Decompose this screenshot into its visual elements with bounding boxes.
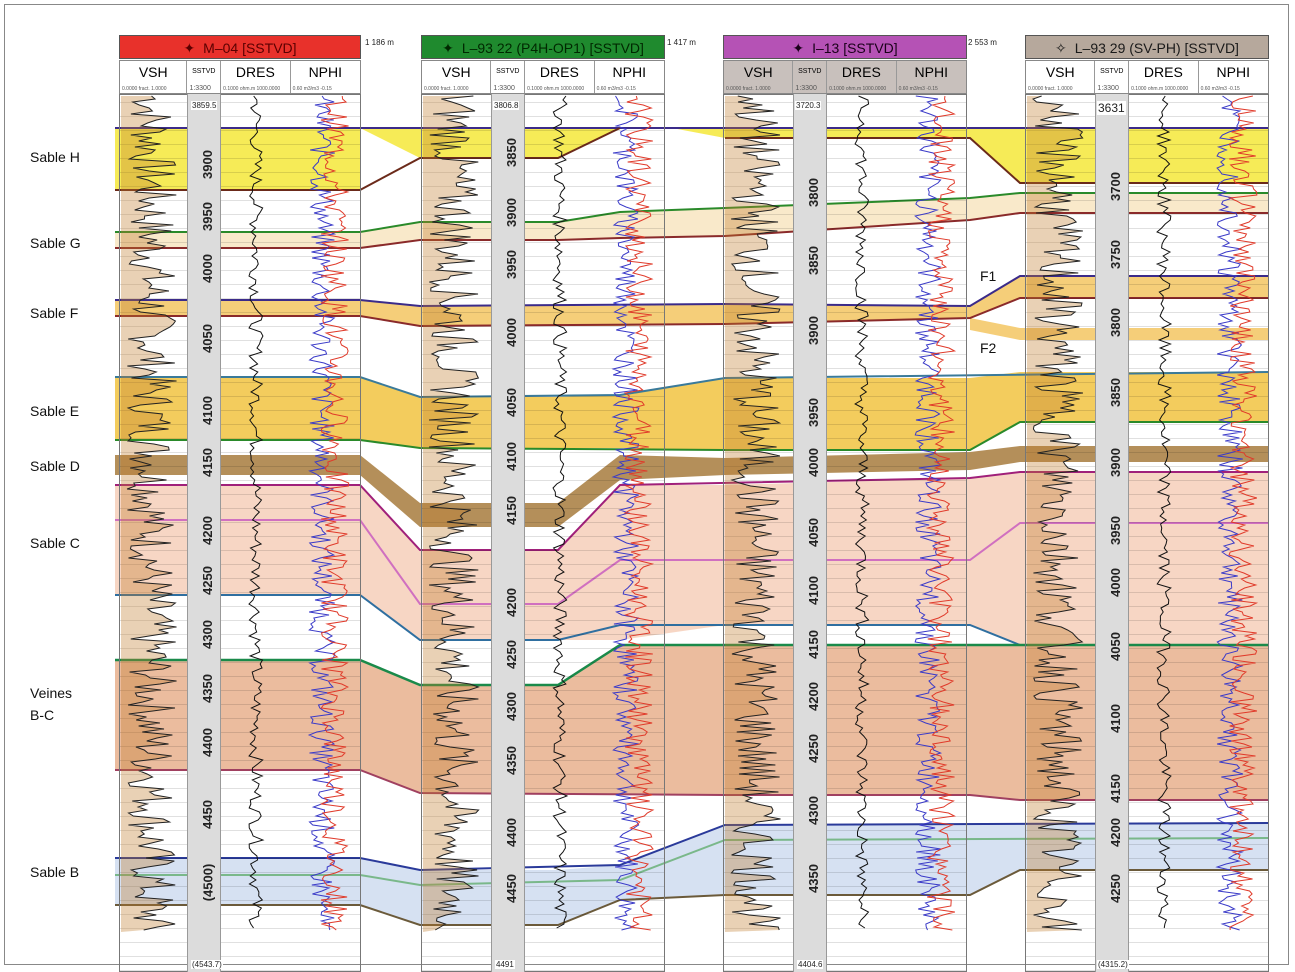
band-sable-c [115, 472, 1268, 645]
depth-track [187, 94, 221, 972]
dres-curve [1155, 95, 1173, 929]
band-sable-h [115, 128, 1268, 190]
well-title: M–04 [SSTVD] [203, 40, 297, 56]
vsh-curve [730, 95, 782, 931]
bottom-depth: (4315.2) [1097, 960, 1129, 969]
log-panel [1025, 94, 1269, 972]
line-c-lower [115, 519, 1268, 605]
line-550 [115, 471, 1268, 551]
vsh-curve [428, 95, 480, 931]
zone-label-sable-h: Sable H [30, 149, 80, 165]
depth-track [1095, 94, 1129, 972]
top-depth: 3859.5 [191, 101, 218, 110]
fault-f2: F2 [980, 340, 997, 356]
well-header: ✧ L–93 29 (SV-PH) [SSTVD] [1025, 35, 1269, 59]
zone-label-b-c: B-C [30, 707, 55, 723]
well-header: ✦ L–93 22 (P4H-OP1) [SSTVD] [421, 35, 665, 59]
zone-label-sable-c: Sable C [30, 535, 80, 551]
fault-f1: F1 [980, 268, 997, 284]
density-curve [623, 95, 655, 931]
distance-3: 2 553 m [968, 38, 997, 47]
well-header: ✦ M–04 [SSTVD] [119, 35, 361, 59]
well-symbol-icon: ✦ [442, 40, 454, 56]
nphi-curve [1215, 95, 1245, 931]
vsh-curve [1032, 95, 1084, 931]
zone-label-sable-e: Sable E [30, 403, 80, 419]
density-curve [1227, 95, 1259, 931]
dres-curve [854, 95, 871, 929]
top-depth: 3806.8 [493, 101, 520, 110]
line-520 [115, 127, 621, 191]
well-title: I–13 [SSTVD] [812, 40, 898, 56]
dres-curve [551, 95, 569, 929]
vsh-fill [1027, 96, 1083, 932]
zone-label-veines: Veines [30, 685, 73, 701]
nphi-curve [914, 95, 943, 931]
bottom-depth: 4491 [495, 960, 515, 969]
well-symbol-icon: ✦ [792, 40, 805, 56]
density-curve [319, 95, 350, 931]
top-depth: 3631 [1097, 101, 1126, 115]
zone-label-sable-f: Sable F [30, 305, 79, 321]
distance-2: 1 417 m [667, 38, 696, 47]
line-520b [725, 137, 1268, 184]
depth-track [793, 94, 827, 972]
distance-1: 1 186 m [365, 38, 394, 47]
log-panel [421, 94, 665, 972]
density-curve [925, 95, 957, 931]
well-symbol-icon: ✧ [1055, 40, 1067, 56]
well-symbol-icon: ✦ [183, 40, 196, 56]
well-header: ✦ I–13 [SSTVD] [723, 35, 967, 59]
zone-label-sable-b: Sable B [30, 864, 80, 880]
zone-label-sable-g: Sable G [30, 235, 81, 251]
line-525 [115, 192, 1268, 233]
band-veines [115, 645, 1268, 800]
bottom-depth: (4543.7) [191, 960, 223, 969]
vsh-fill [121, 96, 177, 932]
log-panel [119, 94, 361, 972]
well-title: L–93 29 (SV-PH) [SSTVD] [1074, 40, 1239, 56]
band-sable-b [115, 823, 1268, 925]
dres-curve [248, 95, 265, 929]
well-title: L–93 22 (P4H-OP1) [SSTVD] [461, 40, 644, 56]
vsh-curve [126, 95, 177, 931]
line-527 [115, 212, 1268, 249]
band-sable-g [115, 193, 1268, 248]
top-depth: 3720.3 [795, 101, 822, 110]
line-555 [115, 594, 1268, 646]
line-565 [115, 643, 1268, 687]
zone-label-sable-d: Sable D [30, 458, 80, 474]
figure-frame [4, 4, 1289, 965]
bottom-depth: 4404.6 [797, 960, 824, 969]
band-sable-d [115, 446, 1268, 527]
vsh-fill [423, 96, 479, 932]
depth-track [491, 94, 525, 972]
